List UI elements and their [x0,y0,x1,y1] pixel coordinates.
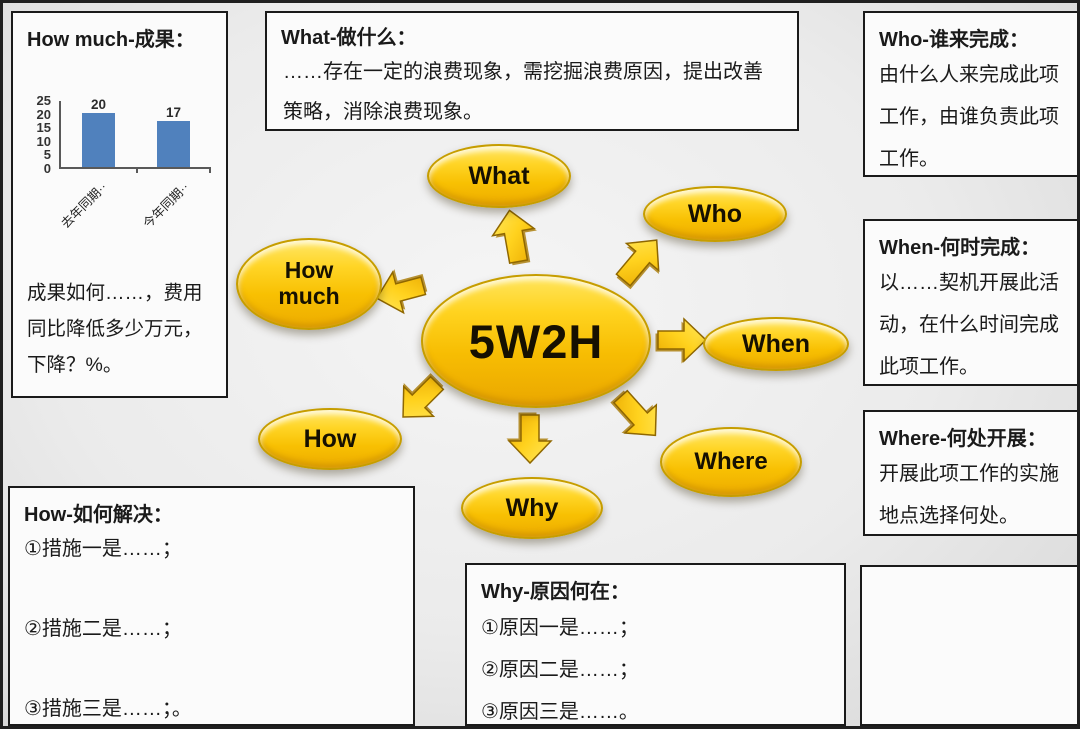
who-box: Who-谁来完成： 由什么人来完成此项工作，由谁负责此项工作。 [863,11,1077,177]
where-box-body: 开展此项工作的实施地点选择何处。 [879,463,1059,527]
how-much-box-body: 成果如何……，费用同比降低多少万元，下降？%。 [27,282,203,376]
x-axis-tick [209,169,211,173]
where-box-title: Where-何处开展： [879,428,1047,450]
how-box-title: How-如何解决： [24,504,173,526]
arrow-what-icon [491,209,537,266]
why-box-item: ②原因二是……； [481,659,639,681]
node-when: When [703,317,849,371]
node-how-much: How much [236,238,382,330]
node-why: Why [461,477,603,539]
bar [82,113,115,167]
chart-bar-column: 20 [82,97,115,167]
who-box-title: Who-谁来完成： [879,29,1029,51]
how-box-item: ③措施三是……；。 [24,698,192,720]
why-box-item: ③原因三是……。 [481,701,639,723]
empty-notes-box [860,565,1077,726]
bar-value-label: 20 [90,97,107,112]
bar [157,121,190,167]
node-how: How [258,408,402,470]
why-box-title: Why-原因何在： [481,581,630,603]
node-what: What [427,144,571,208]
what-box-body: ……存在一定的浪费现象，需挖掘浪费原因，提出改善策略，消除浪费现象。 [283,61,763,123]
where-box: Where-何处开展： 开展此项工作的实施地点选择何处。 [863,410,1077,536]
chart-plot-area: 20 17 [59,97,211,173]
bar-value-label: 17 [165,105,182,120]
how-much-box-title: How much-成果： [27,29,195,51]
x-axis-tick [136,169,138,173]
arrow-why-icon [506,412,553,465]
who-box-body: 由什么人来完成此项工作，由谁负责此项工作。 [879,64,1059,170]
what-box: What-做什么： ……存在一定的浪费现象，需挖掘浪费原因，提出改善策略，消除浪… [265,11,799,131]
how-box-item: ②措施二是……； [24,618,182,640]
node-where: Where [660,427,802,497]
arrow-when-icon [655,317,708,364]
how-box: How-如何解决： ①措施一是……； ②措施二是……； ③措施三是……；。 [8,486,415,726]
when-box-title: When-何时完成： [879,237,1041,259]
how-box-item: ①措施一是……； [24,538,182,560]
chart-x-label: 今年同期·· [140,179,192,231]
chart-x-label: 去年同期·· [58,179,110,231]
why-box: Why-原因何在： ①原因一是……； ②原因二是……； ③原因三是……。 [465,563,846,726]
when-box-body: 以……契机开展此活动，在什么时间完成此项工作。 [879,272,1059,378]
arrow-who-icon [615,239,660,290]
why-box-item: ①原因一是……； [481,617,639,639]
what-box-title: What-做什么： [281,27,417,49]
center-node-5w2h: 5W2H [421,274,651,408]
chart-bar-column: 17 [157,105,190,167]
when-box: When-何时完成： 以……契机开展此活动，在什么时间完成此项工作。 [863,219,1077,386]
node-who: Who [643,186,787,242]
